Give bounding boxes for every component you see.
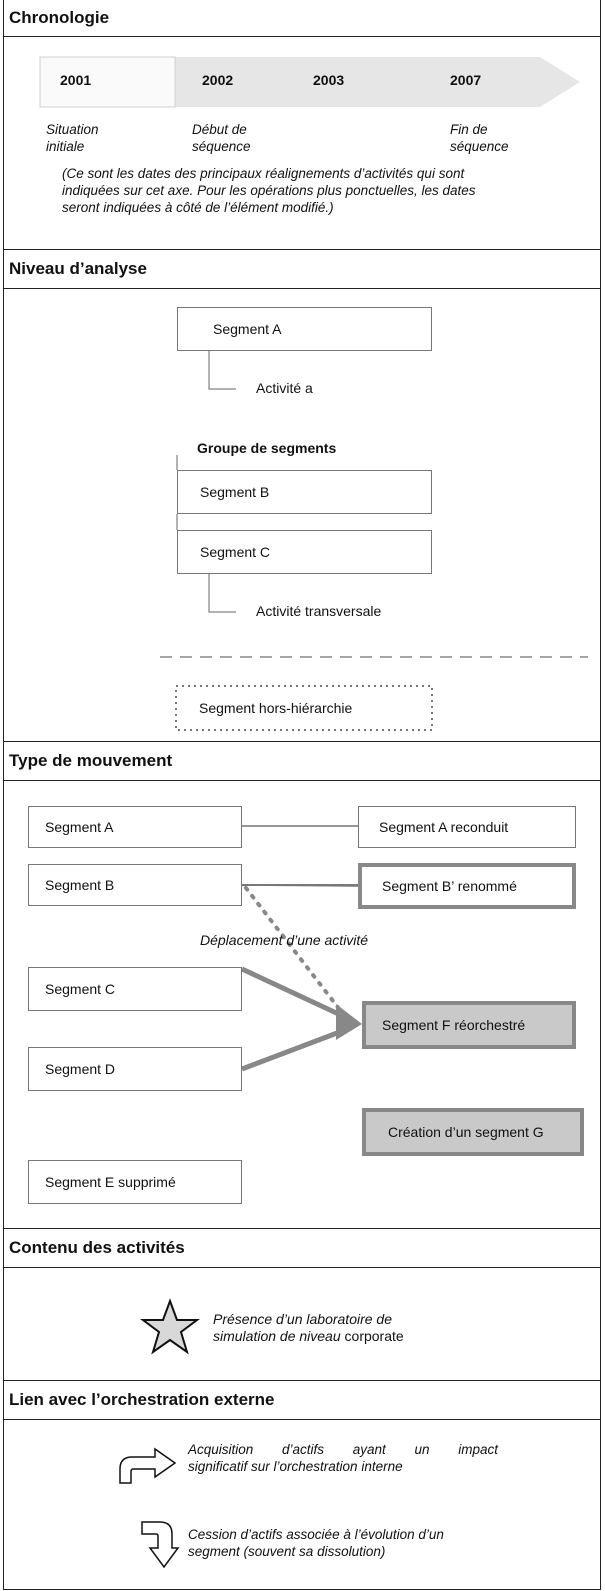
section-header-mouvement: Type de mouvement <box>3 741 601 781</box>
mouvement-segment-c: Segment C <box>28 967 242 1011</box>
mouvement-creation-g: Création d’un segment G <box>362 1108 584 1156</box>
star-icon <box>140 1298 200 1355</box>
minus-icon <box>249 1175 281 1189</box>
plus-icon <box>320 1091 362 1133</box>
mouvement-connectors <box>237 825 362 1072</box>
niveau-segment-a: Segment A <box>177 307 432 351</box>
niveau-segment-c: Segment C <box>177 530 432 574</box>
groupe-de-segments-label: Groupe de segments <box>197 440 337 456</box>
deplacement-activite-label: Déplacement d’une activité <box>200 932 369 948</box>
mouvement-segment-e: Segment E supprimé <box>28 1160 242 1204</box>
acquisition-arrow-icon <box>119 1447 177 1484</box>
year-2007: 2007 <box>450 72 482 88</box>
mouvement-segment-a-reconduit: Segment A reconduit <box>358 806 576 848</box>
mouvement-segment-b: Segment B <box>28 864 242 906</box>
niveau-activite-a: Activité a <box>256 380 313 396</box>
timeline-arrow <box>39 56 580 108</box>
niveau-segment-hors-hierarchie: Segment hors-hiérarchie <box>199 700 353 716</box>
section-header-chronologie: Chronologie <box>3 0 601 37</box>
year-2003: 2003 <box>313 72 345 88</box>
mouvement-segment-b-renomme: Segment B’ renommé <box>358 863 576 909</box>
cession-description: Cession d’actifs associée à l’évolution … <box>188 1527 444 1559</box>
year-2001: 2001 <box>60 72 92 88</box>
legend-frame <box>3 0 601 1590</box>
niveau-activite-transversale: Activité transversale <box>256 603 382 619</box>
section-header-niveau: Niveau d’analyse <box>3 249 601 289</box>
year-2002: 2002 <box>202 72 234 88</box>
chronologie-note: (Ce sont les dates des principaux réalig… <box>62 166 476 215</box>
mouvement-segment-f: Segment F réorchestré <box>362 1001 576 1049</box>
cession-arrow-icon <box>141 1521 180 1569</box>
mouvement-segment-d: Segment D <box>28 1047 242 1091</box>
niveau-segment-b: Segment B <box>177 470 432 514</box>
section-header-contenu: Contenu des activités <box>3 1228 601 1268</box>
niveau-connectors <box>160 351 588 731</box>
acquisition-description: Acquisition d’actifs ayant un impact sig… <box>188 1442 498 1474</box>
section-header-lien: Lien avec l’orchestration externe <box>3 1380 601 1420</box>
mouvement-segment-a: Segment A <box>28 806 242 848</box>
star-description: Présence d’un laboratoire de simulation … <box>213 1311 404 1344</box>
